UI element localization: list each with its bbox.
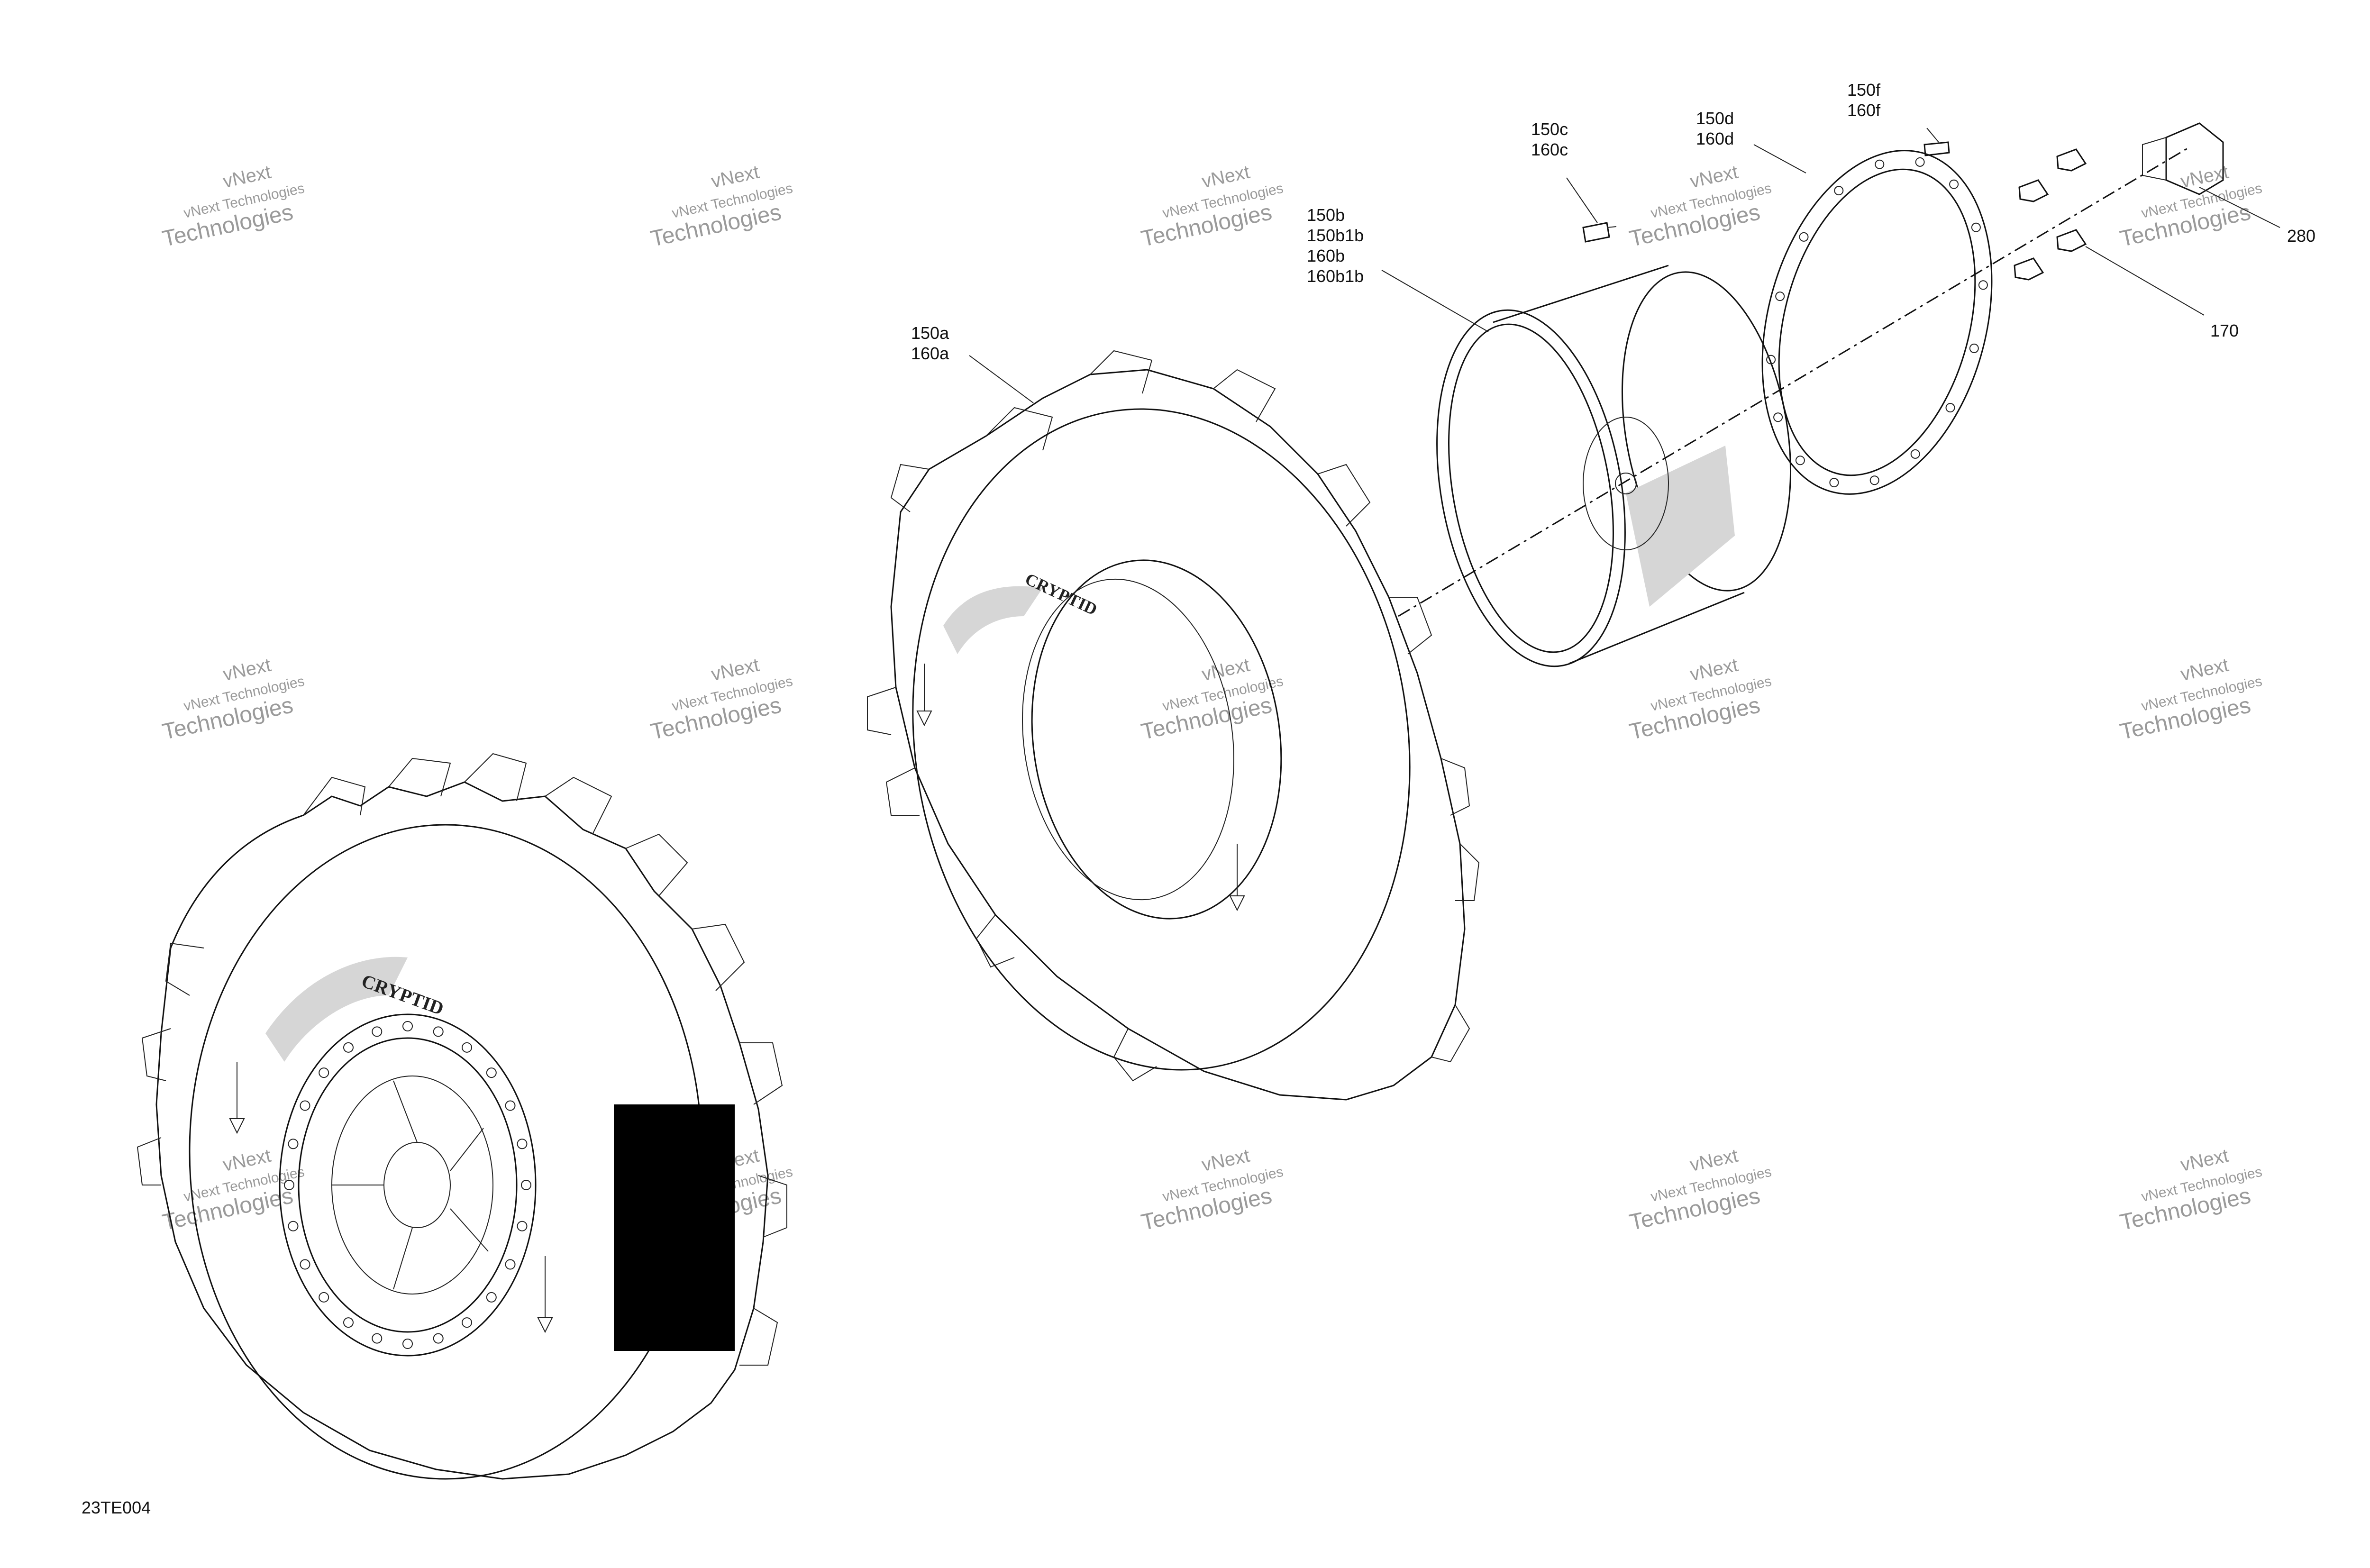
bolt-icon (433, 1026, 444, 1037)
bolt-icon (300, 1100, 310, 1111)
bolt-icon (319, 1292, 329, 1303)
exploded-rim (1436, 264, 1792, 667)
callout-170: 170 (2210, 321, 2239, 340)
bolt-icon (1775, 292, 1785, 301)
assembly-axis (1398, 146, 2190, 617)
callout-160c: 160c (1531, 140, 1568, 159)
bolt-icon (462, 1042, 472, 1053)
watermark-line1: vNext (2179, 655, 2230, 685)
watermark-line1: vNext (221, 1145, 273, 1176)
callout-150b: 150b (1307, 205, 1345, 225)
bolt-icon (1869, 475, 1879, 485)
bolt-icon (343, 1317, 354, 1328)
bolt-icon (319, 1067, 329, 1078)
lug-nuts (2014, 148, 2087, 281)
valve-stem (1582, 222, 1617, 243)
bolt-icon (462, 1317, 472, 1328)
watermark-line1: vNext (1688, 1145, 1740, 1176)
bolt-icon (521, 1180, 531, 1190)
watermark-line1: vNext (1200, 162, 1251, 192)
watermark-line1: vNext (1200, 1145, 1251, 1176)
callout-160d: 160d (1696, 129, 1734, 148)
callout-150b1b: 150b1b (1307, 226, 1364, 245)
callout-150a: 150a (911, 323, 949, 343)
callout-160f: 160f (1847, 100, 1881, 120)
watermark-line1: vNext (709, 162, 761, 192)
beadlock-bolt (1923, 141, 1950, 156)
bolt-icon (1834, 186, 1844, 196)
watermark-line1: vNext (709, 655, 761, 685)
bolt-icon (517, 1139, 528, 1149)
bolt-icon (402, 1021, 413, 1031)
leader-lines (969, 128, 2280, 403)
bolt-icon (372, 1333, 383, 1344)
bolt-icon (1766, 355, 1776, 365)
bolt-icon (1829, 478, 1839, 488)
callout-150c: 150c (1531, 119, 1568, 139)
bolt-icon (1949, 179, 1959, 189)
bolt-icon (1915, 157, 1925, 167)
watermark-line1: vNext (2179, 1145, 2230, 1176)
bolt-icon (505, 1259, 516, 1270)
diagram-code: 23TE004 (82, 1498, 151, 1517)
callout-150f: 150f (1847, 80, 1881, 100)
bolt-icon (1773, 412, 1783, 422)
watermark-line1: vNext (1200, 655, 1251, 685)
beadlock-ring (1761, 150, 1993, 495)
bolt-icon (372, 1026, 383, 1037)
bolt-icon (284, 1180, 294, 1190)
watermark-line1: vNext (221, 655, 273, 685)
watermark-line1: vNext (221, 162, 273, 192)
bolt-icon (1910, 449, 1920, 459)
bolt-icon (433, 1333, 444, 1344)
center-cap (2142, 122, 2224, 195)
bolt-icon (505, 1100, 516, 1111)
bolt-icon (486, 1292, 497, 1303)
bolt-icon (288, 1221, 299, 1231)
bolt-icon (300, 1259, 310, 1270)
bolt-icon (288, 1139, 299, 1149)
assembled-wheel: CRYPTID (137, 753, 787, 1480)
callout-280: 280 (2287, 226, 2315, 246)
callout-160b1b: 160b1b (1307, 266, 1364, 286)
bolt-icon (1799, 232, 1809, 242)
bolt-icon (343, 1042, 354, 1053)
bolt-icon (486, 1067, 497, 1078)
callout-150d: 150d (1696, 109, 1734, 128)
bolt-icon (1795, 456, 1805, 465)
tire-brand-text: CRYPTID (359, 970, 447, 1019)
watermark-line1: vNext (1688, 162, 1740, 192)
bolt-icon (1971, 222, 1981, 232)
bolt-icon (402, 1339, 413, 1349)
callout-160b: 160b (1307, 246, 1345, 265)
watermark-line1: vNext (1688, 655, 1740, 685)
bolt-icon (1969, 343, 1979, 353)
bolt-icon (1945, 403, 1955, 413)
bolt-icon (517, 1221, 528, 1231)
callout-160a: 160a (911, 344, 949, 363)
bolt-icon (1875, 159, 1885, 169)
bolt-icon (1978, 280, 1988, 290)
redaction-box (614, 1104, 735, 1351)
